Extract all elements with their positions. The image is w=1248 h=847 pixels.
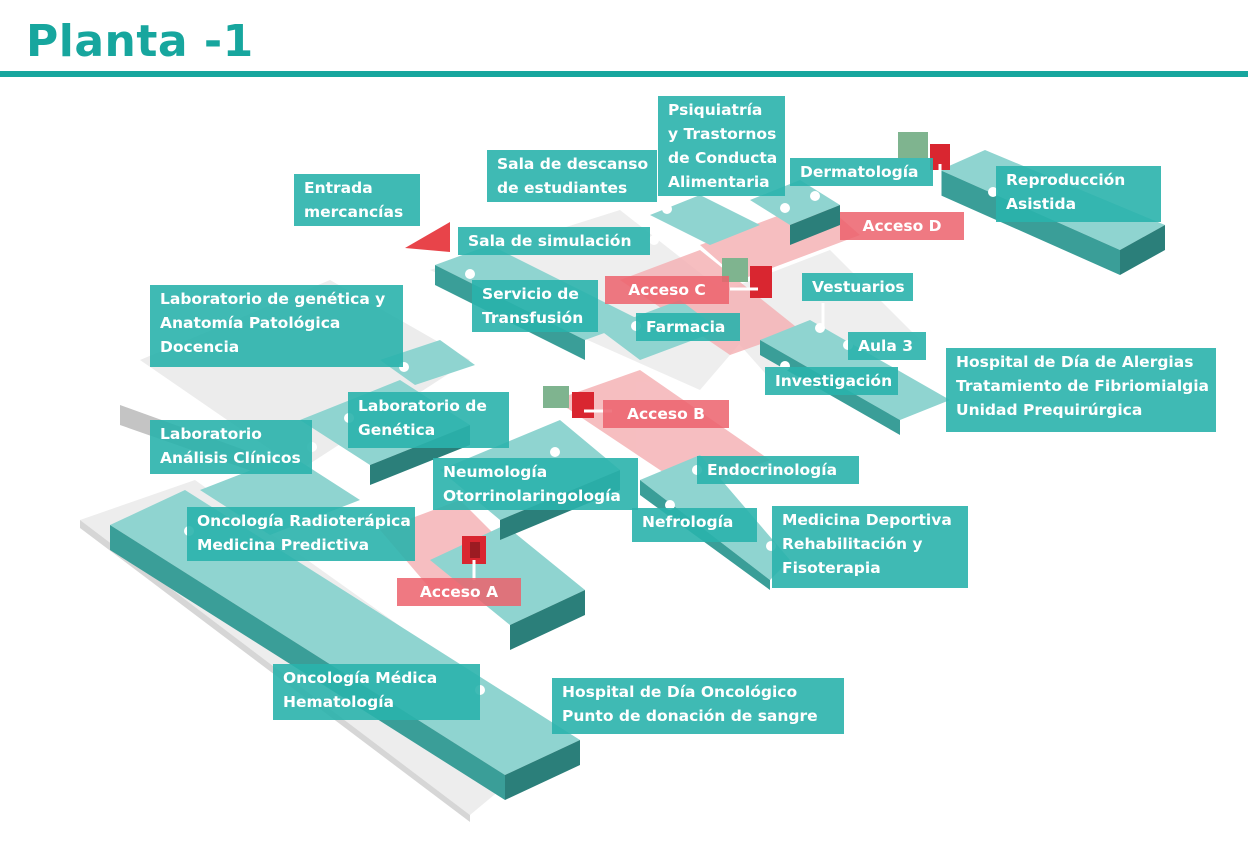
label-investigacion: Investigación — [765, 367, 898, 395]
label-oncologia-radioterapica: Oncología Radioterápica Medicina Predict… — [187, 507, 415, 561]
title-underline — [0, 71, 1248, 77]
door-acceso-a — [462, 536, 486, 564]
label-dermatologia: Dermatología — [790, 158, 933, 186]
label-entrada-mercancias: Entrada mercancías — [294, 174, 420, 226]
label-vestuarios: Vestuarios — [802, 273, 913, 301]
label-lab-genetica-anatomia: Laboratorio de genética y Anatomía Patol… — [150, 285, 403, 367]
label-sala-descanso: Sala de descanso de estudiantes — [487, 150, 657, 202]
label-nefrologia: Nefrología — [632, 508, 757, 542]
label-neumologia: Neumología Otorrinolaringología — [433, 458, 638, 510]
label-acceso-a: Acceso A — [397, 578, 521, 606]
label-oncologia-medica: Oncología Médica Hematología — [273, 664, 480, 720]
label-lab-genetica: Laboratorio de Genética — [348, 392, 509, 448]
label-medicina-deportiva: Medicina Deportiva Rehabilitación y Fiso… — [772, 506, 968, 588]
label-reproduccion: Reproducción Asistida — [996, 166, 1161, 222]
door-acceso-d — [898, 132, 950, 170]
label-aula3: Aula 3 — [848, 332, 926, 360]
leader-lines — [472, 164, 942, 580]
label-servicio-transfusion: Servicio de Transfusión — [472, 280, 598, 332]
label-hospital-dia-oncologico: Hospital de Día Oncológico Punto de dona… — [552, 678, 844, 734]
label-endocrinologia: Endocrinología — [697, 456, 859, 484]
page-title: Planta -1 — [26, 16, 254, 67]
label-acceso-d: Acceso D — [840, 212, 964, 240]
entrada-mercancias-marker — [405, 222, 450, 252]
label-acceso-c: Acceso C — [605, 276, 729, 304]
label-sala-simulacion: Sala de simulación — [458, 227, 650, 255]
label-acceso-b: Acceso B — [603, 400, 729, 428]
label-hospital-dia-alergias: Hospital de Día de Alergias Tratamiento … — [946, 348, 1216, 432]
label-lab-analisis: Laboratorio Análisis Clínicos — [150, 420, 312, 474]
label-farmacia: Farmacia — [636, 313, 740, 341]
label-psiquiatria: Psiquiatría y Trastornos de Conducta Ali… — [658, 96, 785, 196]
